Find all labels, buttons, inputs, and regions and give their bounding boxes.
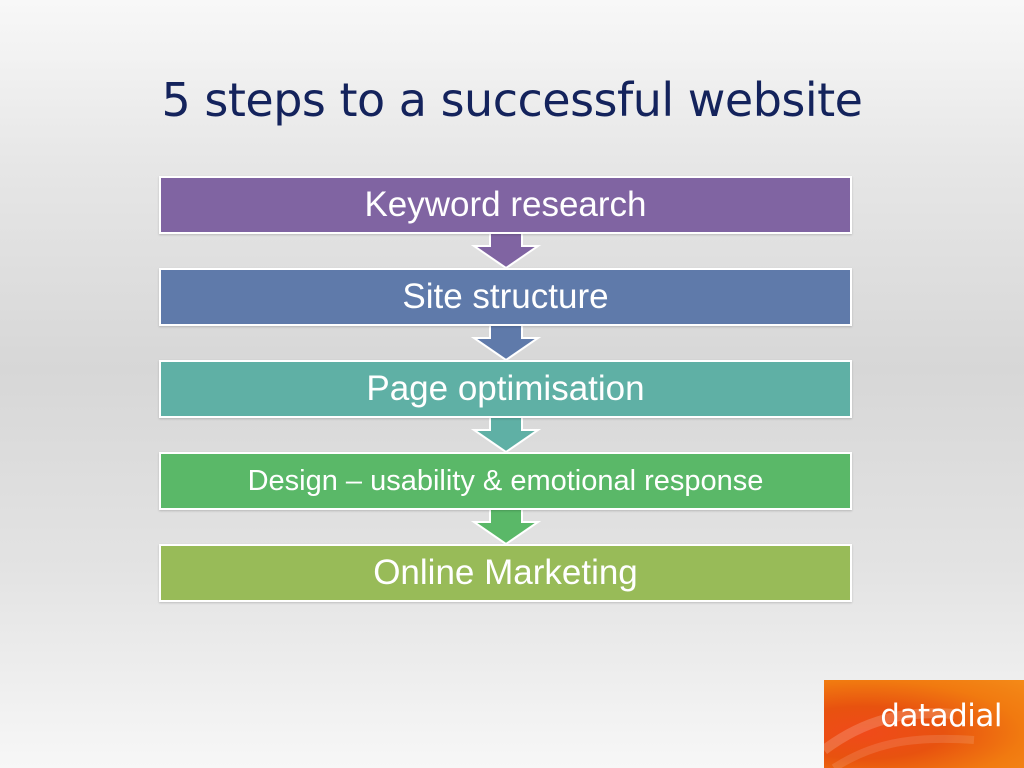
arrow-down-icon [470,508,542,546]
step-label: Online Marketing [373,553,638,592]
step-label: Site structure [402,277,609,316]
step-online-marketing: Online Marketing [159,544,852,602]
step-page-optimisation: Page optimisation [159,360,852,418]
step-design: Design – usability & emotional response [159,452,852,510]
logo-swoosh-icon [824,708,975,768]
slide-title: 5 steps to a successful website [161,73,863,127]
arrow-down-icon [470,324,542,362]
arrow-down-icon [470,232,542,270]
datadial-logo: datadial [824,680,1024,768]
logo-text: datadial [880,698,1002,734]
step-label: Design – usability & emotional response [247,465,764,497]
arrow-down-icon [470,416,542,454]
step-keyword-research: Keyword research [159,176,852,234]
step-site-structure: Site structure [159,268,852,326]
step-label: Keyword research [364,185,647,224]
step-label: Page optimisation [366,369,645,408]
